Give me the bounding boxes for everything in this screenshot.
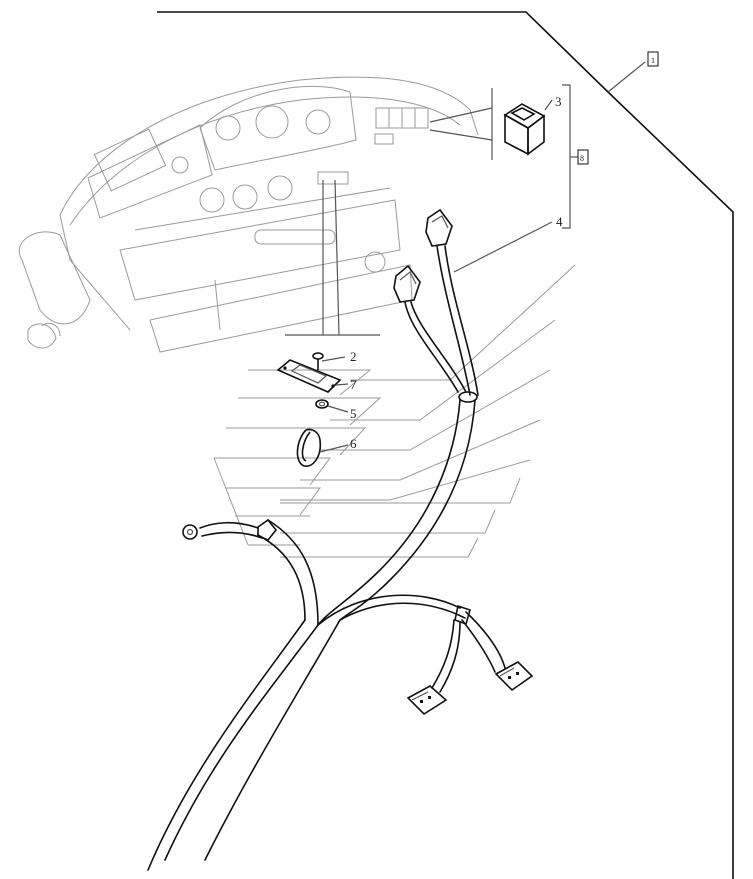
connector-b [406,685,448,716]
callout-8-box: 8 [577,149,589,165]
callout-4: 4 [556,214,563,229]
callout-1-box: 1 [647,51,659,67]
rocker-switch [503,103,546,156]
cable-clamp [296,428,322,467]
callout-6: 6 [350,436,357,451]
callout-leaders [319,61,646,453]
callout-5: 5 [350,406,357,421]
callout-1: 1 [651,56,655,65]
callout-2: 2 [350,349,357,364]
callout-8: 8 [580,154,584,163]
wiring-harness [147,245,506,871]
panel-leader [285,88,493,336]
harness-connector-lower [393,264,421,303]
dashboard-outline [18,76,479,353]
reference-planes [213,264,576,558]
screw [312,352,324,370]
callout-7: 7 [350,377,357,392]
callout-3: 3 [555,94,562,109]
nut [315,399,329,409]
page-frame [157,11,734,879]
connector-a [494,661,534,692]
harness-connector-upper [425,208,453,247]
mounting-plate [276,359,342,393]
